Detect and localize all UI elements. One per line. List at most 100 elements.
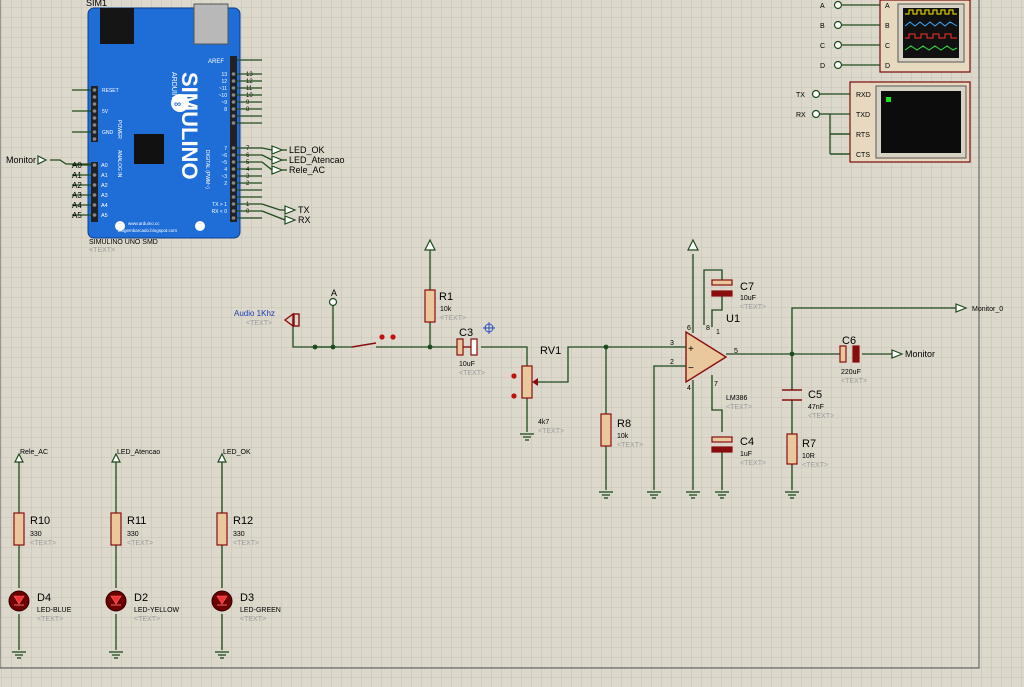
arduino-board[interactable]: SIMULINO ARDUINO ∞ blogembarcado.blogspo…: [87, 3, 253, 254]
c5-val: 47nF: [808, 404, 824, 411]
input-switch[interactable]: [351, 334, 396, 348]
c7-ref: C7: [740, 281, 754, 293]
led-branch[interactable]: LED_AtencaoR11330<TEXT>D2LED-YELLOW<TEXT…: [105, 449, 180, 659]
chip: [134, 134, 164, 164]
scope-input[interactable]: [833, 0, 843, 10]
arduino-left-pins: [50, 89, 91, 216]
header-hole: [231, 195, 236, 199]
u1-opamp[interactable]: + − 3 2 5 8 1 6 4 7 U1 LM386 <TEXT>: [670, 238, 752, 411]
digital-pin-number: 4: [246, 167, 250, 173]
header-hole: [92, 137, 97, 141]
analog-pin-label: A4: [101, 203, 108, 209]
c4-capacitor[interactable]: C4 1uF <TEXT>: [711, 436, 766, 467]
net-terminal[interactable]: [111, 452, 121, 463]
power-header: [91, 86, 98, 142]
rele-ac-label: Rele_AC: [289, 165, 326, 175]
analog-pin-label: A1: [101, 173, 108, 179]
rx-terminal[interactable]: RX: [284, 215, 311, 225]
r1-resistor[interactable]: R1 10k <TEXT>: [424, 238, 466, 323]
scope-channel-net: D: [820, 63, 825, 70]
led-resistor[interactable]: [13, 512, 25, 546]
header-hole: [92, 173, 97, 177]
scope-input[interactable]: [833, 40, 843, 50]
analog-pin-label: A3: [101, 193, 108, 199]
diode-ref: D2: [134, 592, 148, 604]
header-hole: [92, 102, 97, 106]
sheet-border: [0, 0, 980, 669]
c4-text: <TEXT>: [740, 460, 766, 467]
scope-input[interactable]: [833, 60, 843, 70]
r8-val: 10k: [617, 433, 629, 440]
mount-hole: [195, 221, 205, 231]
header-hole: [92, 213, 97, 217]
c5-capacitor[interactable]: C5 47nF <TEXT>: [782, 389, 834, 420]
analog-net-label: A4: [72, 201, 82, 210]
header-hole: [231, 121, 236, 125]
u1-pin-5: 5: [734, 348, 738, 355]
terminal-net-input[interactable]: [811, 89, 821, 99]
c6-capacitor[interactable]: C6 220uF <TEXT>: [839, 335, 867, 385]
ground-symbols: [520, 433, 799, 499]
header-hole: [231, 86, 236, 90]
header-hole: [231, 181, 236, 185]
terminal-net-input[interactable]: [811, 109, 821, 119]
analog-net-label: A0: [72, 161, 82, 170]
audio-source[interactable]: Audio 1Khz <TEXT>: [234, 309, 300, 328]
header-hole: [92, 130, 97, 134]
header-hole: [231, 209, 236, 213]
scope-input[interactable]: [833, 20, 843, 30]
diode-val: LED-YELLOW: [134, 607, 180, 614]
led-resistor[interactable]: [216, 512, 228, 546]
terminal-net-label: TX: [796, 92, 805, 99]
net-terminal[interactable]: [14, 452, 24, 463]
r7-text: <TEXT>: [802, 462, 828, 469]
c7-text: <TEXT>: [740, 304, 766, 311]
terminal-pin-label: CTS: [856, 152, 870, 159]
header-hole: [92, 203, 97, 207]
monitor-output-terminal[interactable]: Monitor: [891, 349, 935, 359]
board-url: blogembarcado.blogspot.com: [118, 228, 177, 233]
digital-pin-label: 7: [224, 146, 227, 152]
digital-pin-label: 4: [224, 167, 227, 173]
c6-ref: C6: [842, 335, 856, 347]
analog-header: [91, 162, 98, 222]
digital-pin-number: 6: [246, 153, 250, 159]
rv1-text: <TEXT>: [538, 428, 564, 435]
r8-resistor[interactable]: R8 10k <TEXT>: [600, 413, 643, 449]
r7-resistor[interactable]: R7 10R <TEXT>: [786, 433, 828, 469]
digital-pin-label: ~6: [221, 153, 227, 159]
rx-label: RX: [298, 215, 311, 225]
terminal-cursor: [886, 97, 891, 102]
resistor-ref: R11: [127, 515, 146, 527]
led-resistor[interactable]: [110, 512, 122, 546]
led-ok-terminal[interactable]: LED_OK: [271, 145, 325, 155]
analog-pin-label: A5: [101, 213, 108, 219]
arduino-name: SIMULINO UNO SMD: [89, 239, 158, 246]
net-terminal[interactable]: [217, 452, 227, 463]
arduino-logo-icon: [171, 94, 189, 112]
monitor-input-terminal[interactable]: Monitor: [6, 155, 48, 165]
rv1-ref: RV1: [540, 345, 561, 357]
header-hole: [92, 95, 97, 99]
scope-channel-label: B: [885, 23, 890, 30]
rv1-potentiometer[interactable]: RV1 4k7 <TEXT>: [511, 345, 564, 435]
c3-capacitor[interactable]: C3 10uF <TEXT>: [456, 327, 485, 377]
rele-ac-terminal[interactable]: Rele_AC: [271, 165, 326, 175]
usb-port: [193, 3, 229, 45]
simulino-brand: SIMULINO: [177, 72, 202, 180]
led-atencao-terminal[interactable]: LED_Atencao: [271, 155, 345, 165]
monitor0-terminal[interactable]: Monitor_0: [955, 303, 1003, 313]
tx-terminal[interactable]: TX: [284, 205, 310, 215]
rv1-val: 4k7: [538, 419, 549, 426]
scope-screen: [903, 8, 959, 58]
probe-a[interactable]: A: [328, 288, 338, 307]
u1-pin-4: 4: [687, 385, 691, 392]
c7-capacitor[interactable]: C7 10uF <TEXT>: [711, 279, 766, 311]
digital-pin-label: 13: [221, 72, 227, 78]
